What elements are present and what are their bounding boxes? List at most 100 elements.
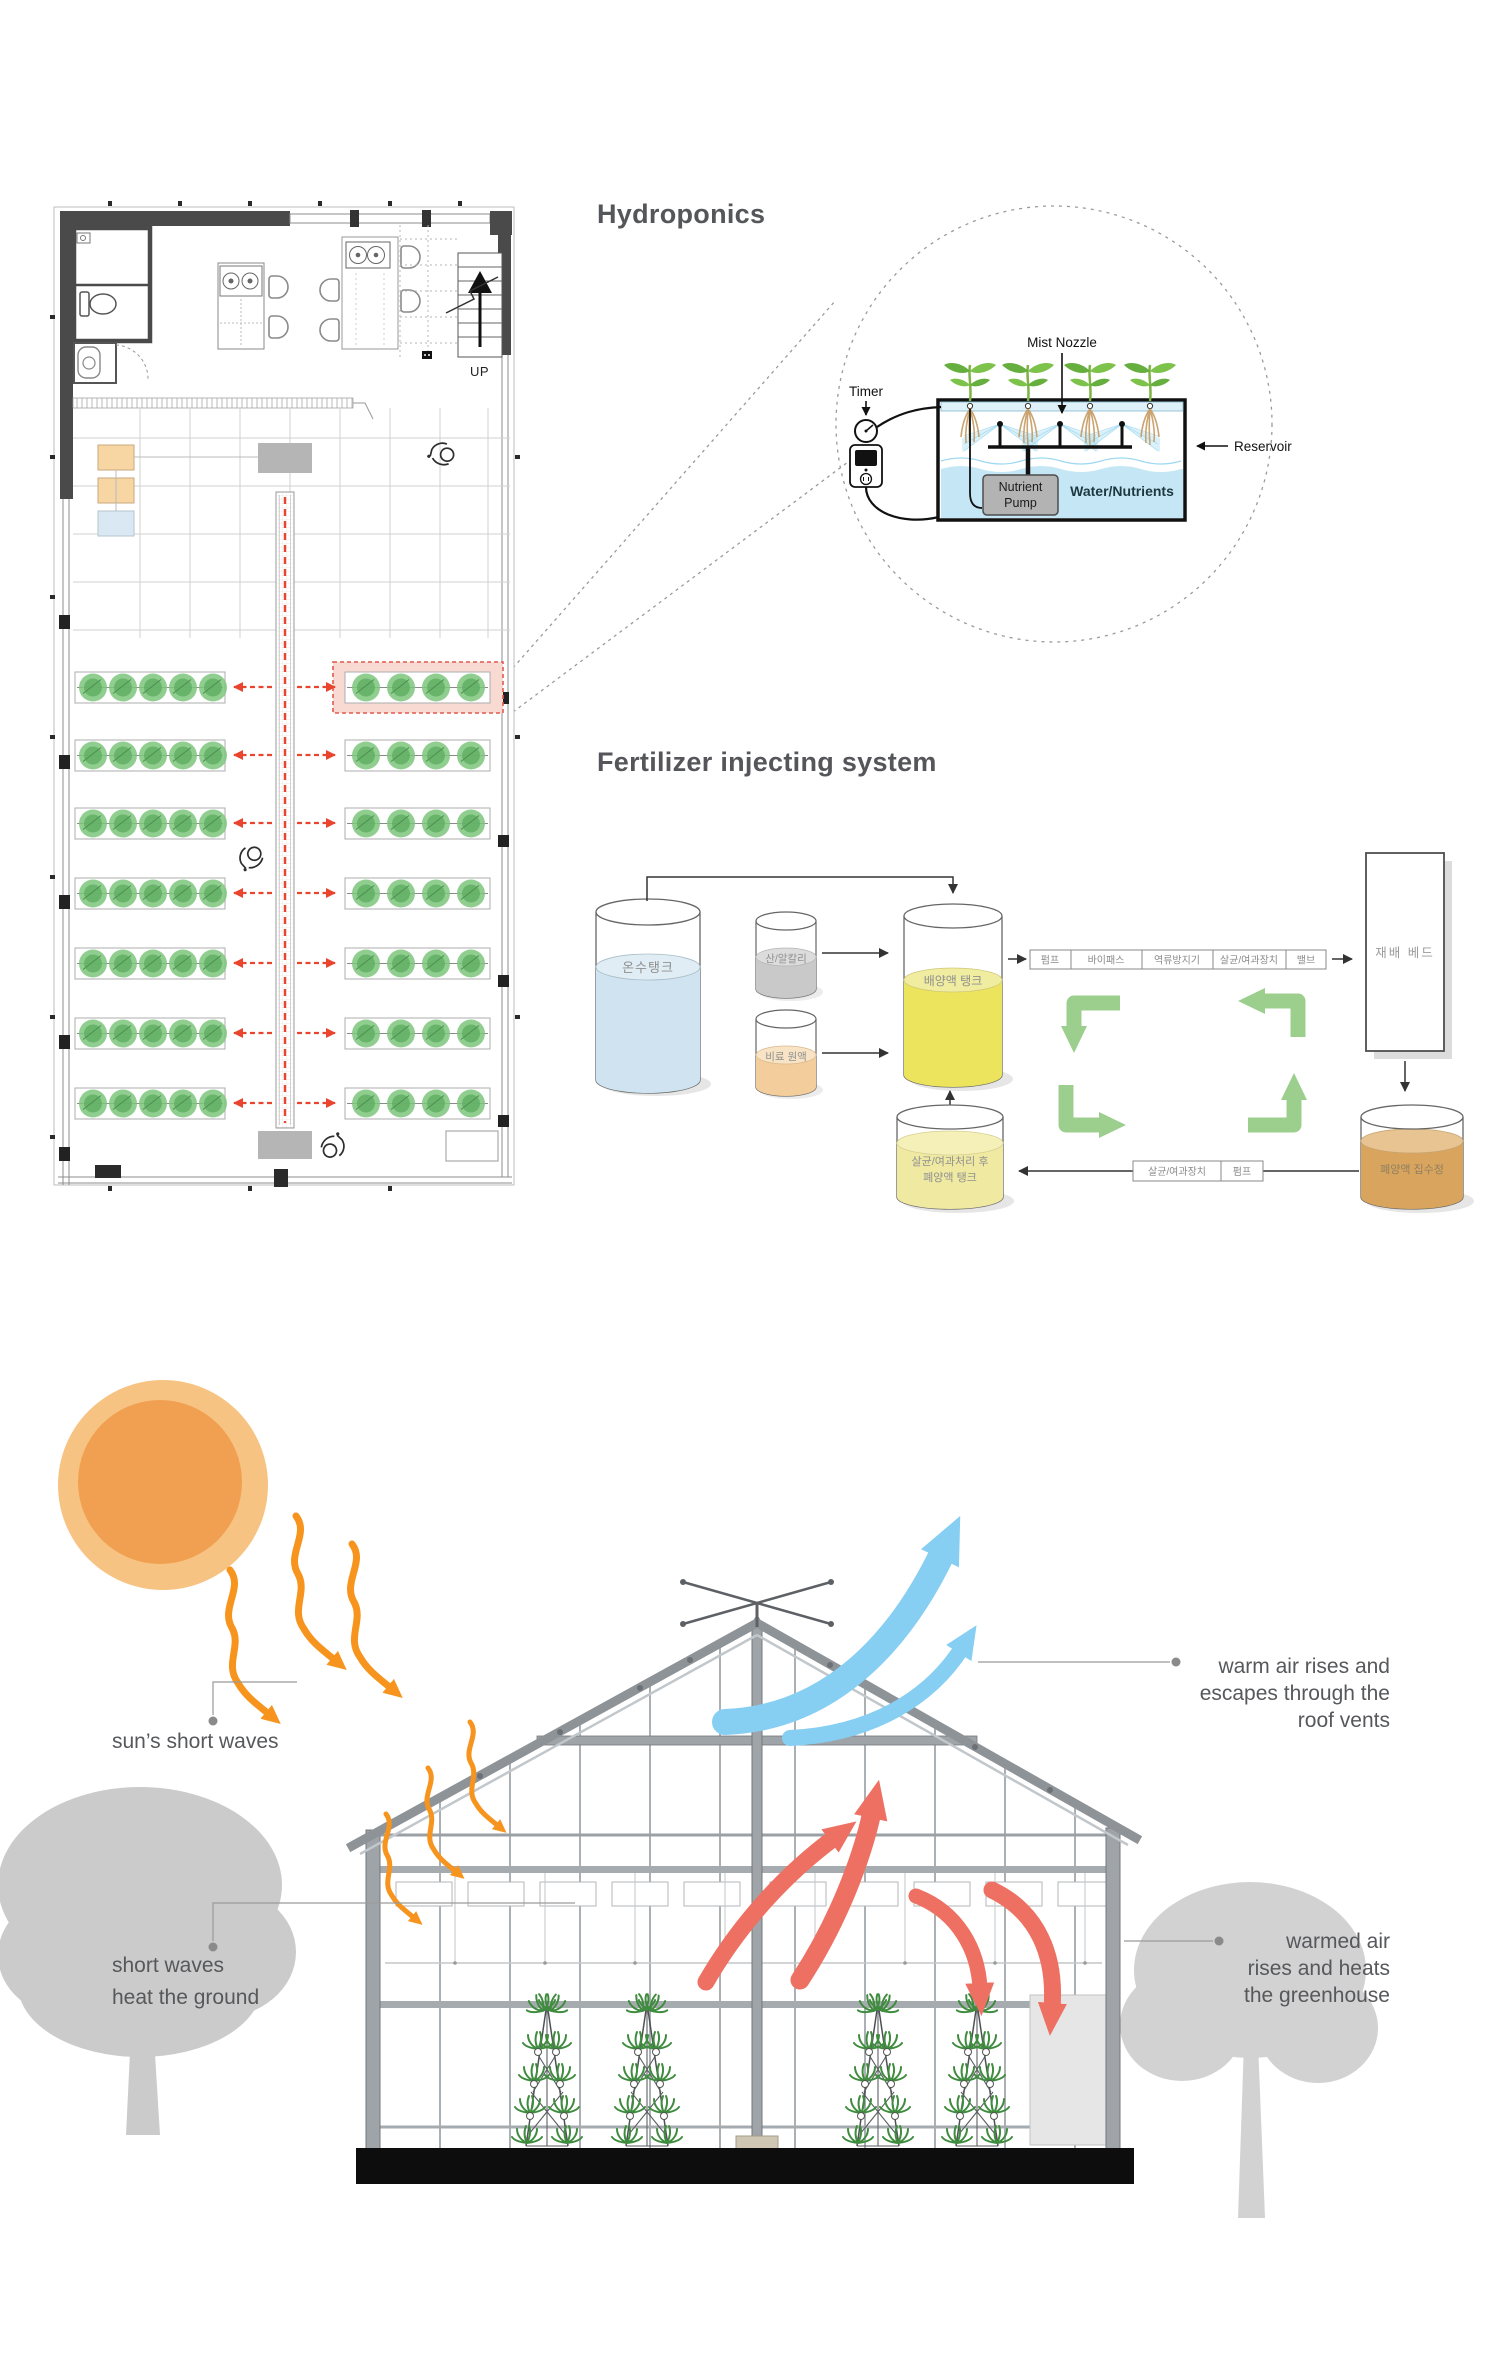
- annotation-sun-short-waves: sun’s short waves: [112, 1681, 297, 1753]
- annotation-warm-air: warm air rises and escapes through the r…: [978, 1655, 1390, 1732]
- svg-text:배양액 탱크: 배양액 탱크: [924, 974, 983, 988]
- dining-table: [319, 236, 421, 350]
- hydroponics-title: Hydroponics: [597, 199, 766, 229]
- plant-tower: [843, 1990, 913, 2146]
- chair-icon: [268, 275, 289, 299]
- warm-air-circulate-arrow: [983, 1881, 1067, 2036]
- water-nutrients-label: Water/Nutrients: [1070, 483, 1174, 499]
- greenhouse-section: sun’s short waves short waves heat the g…: [0, 1380, 1390, 2218]
- sun-wave-arrow: [295, 1516, 336, 1661]
- mist-manifold: [969, 409, 1132, 509]
- sun-wave-arrow: [427, 1768, 457, 1872]
- svg-text:escapes through the: escapes through the: [1200, 1682, 1390, 1705]
- timer-cord: [876, 405, 942, 428]
- chair-icon: [268, 315, 289, 339]
- storage-panel: [1029, 1994, 1107, 2146]
- storage-box: [445, 1130, 499, 1162]
- bathroom: [71, 225, 153, 384]
- svg-text:바이패스: 바이패스: [1088, 955, 1125, 967]
- treated-waste-tank: 살균/여과처리 후 폐양액 탱크: [896, 1104, 1014, 1213]
- svg-text:warm air rises and: warm air rises and: [1217, 1655, 1390, 1678]
- tank-box-orange: [97, 444, 135, 471]
- svg-text:폐양액 집수정: 폐양액 집수정: [1380, 1163, 1444, 1176]
- footing: [735, 2135, 779, 2151]
- hot-water-tank: 온수탱크: [595, 898, 711, 1096]
- svg-text:the greenhouse: the greenhouse: [1244, 1984, 1390, 2007]
- acid-alkali-tank: 산/알칼리: [755, 911, 823, 1001]
- reservoir-label: Reservoir: [1234, 439, 1292, 454]
- tank-box-blue: [97, 510, 135, 537]
- rail-end-box: [258, 1131, 312, 1159]
- fertilizer-diagram: 온수탱크 산/알칼리 비료 원액 배양액 탱크: [595, 852, 1474, 1213]
- toilet-icon: [79, 291, 90, 317]
- sun-wave-arrow: [229, 1570, 270, 1715]
- svg-text:살균/여과장치: 살균/여과장치: [1220, 955, 1278, 967]
- ground: [356, 2148, 1134, 2184]
- nutrient-pump: Nutrient Pump: [982, 474, 1059, 516]
- svg-text:재배 베드: 재배 베드: [1375, 946, 1434, 960]
- annotation-warmed-air: warmed air rises and heats the greenhous…: [1124, 1930, 1390, 2007]
- svg-text:Timer: Timer: [849, 384, 883, 399]
- sun-wave-arrow: [351, 1544, 392, 1689]
- mist-nozzle-label: Mist Nozzle: [1027, 335, 1097, 350]
- nutrient-solution-tank: 배양액 탱크: [903, 903, 1013, 1091]
- warm-air-circulate-arrow: [908, 1888, 995, 2016]
- svg-text:rises and heats: rises and heats: [1248, 1957, 1390, 1980]
- svg-text:Nutrient: Nutrient: [999, 480, 1043, 494]
- svg-text:살균/여과처리 후: 살균/여과처리 후: [912, 1155, 989, 1168]
- svg-text:펌프: 펌프: [1233, 1166, 1251, 1178]
- recirculation-cycle: [1058, 988, 1307, 1138]
- svg-text:warmed air: warmed air: [1285, 1930, 1390, 1953]
- svg-text:short waves: short waves: [112, 1954, 224, 1977]
- kitchen-island: [217, 262, 289, 350]
- callout-circle: [835, 205, 1273, 643]
- svg-text:밸브: 밸브: [1297, 955, 1315, 967]
- warm-air-out-arrow: [712, 1515, 961, 1735]
- tree-left-icon: [0, 1787, 296, 2135]
- sink-icon: [77, 346, 101, 379]
- svg-text:roof vents: roof vents: [1298, 1709, 1390, 1732]
- stove-icon: [219, 265, 263, 297]
- sun-icon: [58, 1380, 268, 1590]
- return-line-box: 살균/여과장치 펌프: [1132, 1160, 1264, 1182]
- warm-air-rise-arrow: [697, 1821, 857, 1991]
- up-label: UP: [470, 364, 489, 379]
- svg-text:살균/여과장치: 살균/여과장치: [1148, 1166, 1206, 1178]
- flow-arrows: [646, 876, 1410, 1176]
- equipment: [97, 443, 499, 1162]
- supply-line-box: 펌프 바이패스 역류방지기 살균/여과장치 밸브: [1029, 949, 1327, 970]
- waste-collection-tank: 폐양액 집수정: [1360, 1104, 1474, 1213]
- plant-tower: [612, 1990, 682, 2146]
- svg-text:비료 원액: 비료 원액: [765, 1051, 807, 1063]
- fertilizer-title: Fertilizer injecting system: [597, 747, 937, 777]
- plant-rows: [75, 661, 504, 1119]
- warm-air-out-arrow-small: [782, 1625, 977, 1746]
- rail-head-box: [258, 443, 312, 473]
- greenhouse-frame: [345, 1579, 1143, 2151]
- tree-right-icon: [1120, 1882, 1378, 2218]
- svg-text:역류방지기: 역류방지기: [1154, 955, 1200, 967]
- roof-vane-icon: [682, 1580, 832, 1627]
- plant-tower: [512, 1990, 582, 2146]
- plant-tower: [942, 1990, 1012, 2146]
- fertilizer-stock-tank: 비료 원액: [755, 1009, 823, 1099]
- floor-plan: UP: [50, 201, 520, 1191]
- svg-text:Pump: Pump: [1004, 496, 1037, 510]
- warm-air-rise-arrow: [790, 1779, 888, 1990]
- svg-text:heat the ground: heat the ground: [112, 1986, 259, 2009]
- grow-bed: 재배 베드: [1365, 852, 1452, 1059]
- chair-icon: [319, 318, 340, 342]
- chair-icon: [400, 289, 421, 313]
- svg-text:산/알칼리: 산/알칼리: [765, 952, 807, 965]
- stairs: UP: [399, 225, 503, 379]
- svg-text:온수탱크: 온수탱크: [622, 960, 674, 975]
- svg-text:폐양액 탱크: 폐양액 탱크: [923, 1171, 977, 1184]
- svg-text:펌프: 펌프: [1041, 955, 1059, 967]
- timer: Timer: [849, 384, 942, 521]
- up-arrow-icon: [468, 271, 492, 293]
- annotation-short-waves-ground: short waves heat the ground: [112, 1902, 575, 2009]
- seedlings: [942, 361, 1178, 446]
- power-cord: [864, 486, 940, 521]
